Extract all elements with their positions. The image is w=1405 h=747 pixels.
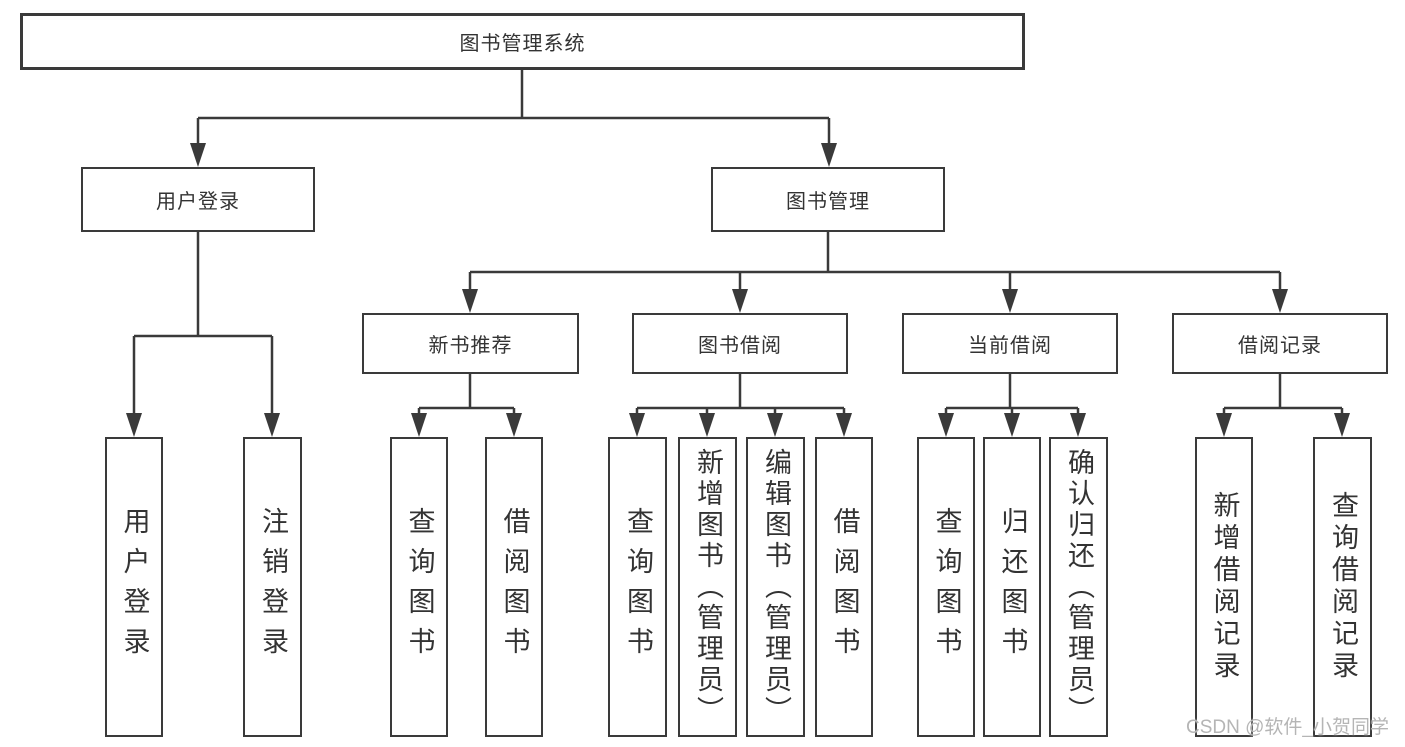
leaf-borrow-query-books-label: 查询图书 — [623, 507, 653, 667]
node-root: 图书管理系统 — [20, 13, 1025, 70]
leaf-borrow-query-books: 查询图书 — [608, 437, 667, 737]
node-user-login: 用户登录 — [81, 167, 315, 232]
node-borrow-records-label: 借阅记录 — [1238, 335, 1322, 357]
leaf-logout: 注销登录 — [243, 437, 302, 737]
node-new-book-recommend: 新书推荐 — [362, 313, 579, 374]
leaf-return-books-label: 归还图书 — [997, 507, 1028, 667]
leaf-edit-books-admin: 编辑图书（管理员） — [746, 437, 805, 737]
node-new-book-recommend-label: 新书推荐 — [428, 335, 513, 357]
leaf-query-borrow-record: 查询借阅记录 — [1313, 437, 1372, 737]
leaf-add-books-admin-label: 新增图书（管理员） — [693, 447, 723, 727]
watermark: CSDN @软件_小贺同学 — [1186, 717, 1389, 738]
leaf-add-borrow-record: 新增借阅记录 — [1195, 437, 1253, 737]
leaf-current-query-books-label: 查询图书 — [931, 507, 962, 667]
leaf-user-login-label: 用户登录 — [119, 507, 150, 667]
node-current-borrow: 当前借阅 — [902, 313, 1118, 374]
leaf-return-books: 归还图书 — [983, 437, 1041, 737]
connector-new-book-recommend — [411, 374, 522, 437]
leaf-add-books-admin: 新增图书（管理员） — [678, 437, 737, 737]
leaf-recommend-query-books-label: 查询图书 — [404, 507, 435, 667]
connector-root — [190, 70, 837, 167]
leaf-confirm-return-admin: 确认归还（管理员） — [1049, 437, 1108, 737]
node-current-borrow-label: 当前借阅 — [968, 335, 1052, 357]
leaf-confirm-return-admin-label: 确认归还（管理员） — [1064, 447, 1094, 727]
connector-user-login — [126, 232, 280, 437]
node-book-borrow-label: 图书借阅 — [698, 335, 782, 357]
leaf-query-borrow-record-label: 查询借阅记录 — [1328, 491, 1358, 683]
node-borrow-records: 借阅记录 — [1172, 313, 1388, 374]
leaf-recommend-borrow-books: 借阅图书 — [485, 437, 543, 737]
leaf-user-login: 用户登录 — [105, 437, 163, 737]
leaf-current-query-books: 查询图书 — [917, 437, 975, 737]
node-book-borrow: 图书借阅 — [632, 313, 848, 374]
node-book-management-label: 图书管理 — [786, 191, 870, 213]
leaf-recommend-borrow-books-label: 借阅图书 — [499, 507, 530, 667]
connector-book-management — [462, 232, 1288, 313]
node-book-management: 图书管理 — [711, 167, 945, 232]
leaf-recommend-query-books: 查询图书 — [390, 437, 448, 737]
connector-book-borrow — [629, 374, 852, 437]
leaf-add-borrow-record-label: 新增借阅记录 — [1209, 491, 1240, 683]
leaf-borrow-books-label: 借阅图书 — [829, 507, 860, 667]
connector-borrow-records — [1216, 374, 1350, 437]
node-user-login-label: 用户登录 — [156, 191, 240, 213]
connector-current-borrow — [938, 374, 1086, 437]
node-root-label: 图书管理系统 — [459, 33, 586, 55]
leaf-edit-books-admin-label: 编辑图书（管理员） — [761, 447, 791, 727]
leaf-borrow-books: 借阅图书 — [815, 437, 873, 737]
leaf-logout-label: 注销登录 — [258, 507, 288, 667]
